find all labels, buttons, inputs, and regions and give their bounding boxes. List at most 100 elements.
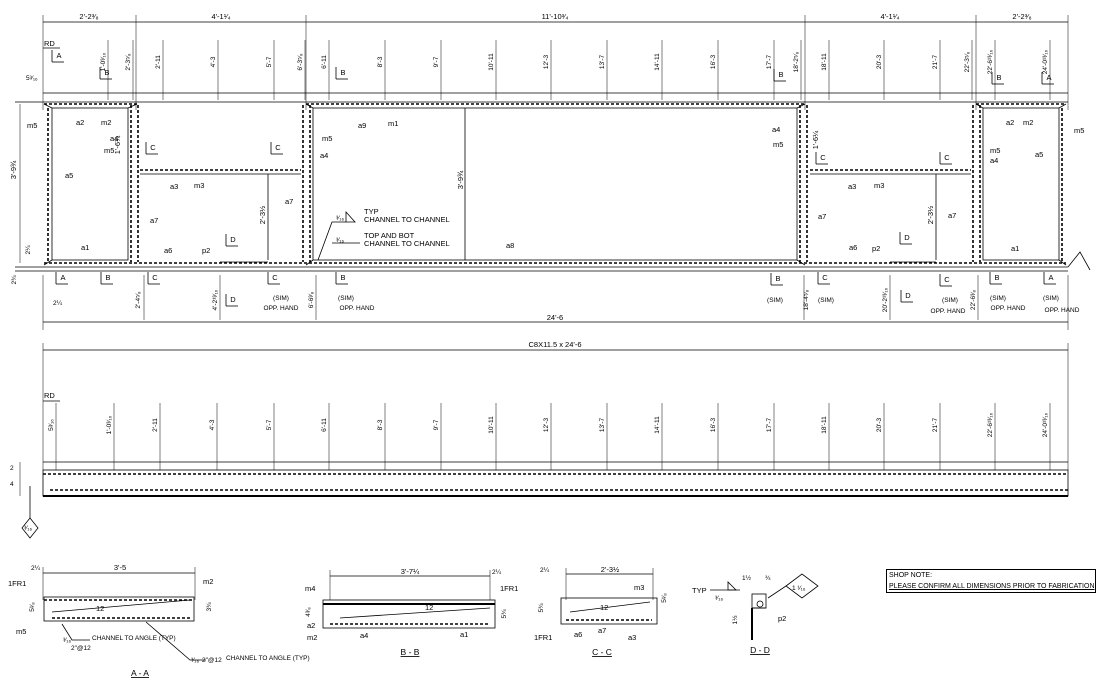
sim-label: (SIM) <box>273 295 289 302</box>
sec-c-width: 2'-3½ <box>601 565 620 574</box>
ordinate-dim-label: 9'-7 <box>433 56 440 67</box>
mark-a6-right: a6 <box>849 243 857 252</box>
ordinate-dim-label: 6'-11 <box>321 55 328 69</box>
span-dim-4: 4'-1¹⁄₄ <box>880 12 899 21</box>
part-marks: m5 m5 a2 m2 a2 m2 a4 m5 a5 a5 a1 a1 a7 a… <box>27 118 1084 255</box>
mark-a8: a8 <box>506 241 514 250</box>
elevation-ordinate-label: 24'-0¹³⁄₁₆ <box>1042 412 1049 437</box>
lower-dim-5: 20'-2¹³⁄₁₆ <box>882 287 889 312</box>
ordinate-dim-label: 12'-3 <box>543 54 550 69</box>
opp-hand-label: OPP. HAND <box>931 308 966 315</box>
rd-offset: 5³⁄₁₆ <box>26 75 38 82</box>
section-marker-d: D <box>230 235 236 244</box>
overall-length: 24'-6 <box>547 313 563 322</box>
section-c: 2'-3½ 2¼ 12 5¾ 5¹⁄₈ m3 1FR1 a6 a7 a3 C -… <box>534 565 668 657</box>
elevation-ordinate-label: 1'-0³⁄₁₆ <box>106 415 113 434</box>
center-height-dim: 3'-9¾ <box>456 170 465 189</box>
mark-p2-right: p2 <box>872 244 880 253</box>
sec-c-label-4: a7 <box>598 626 606 635</box>
sec-b-depth-r: 5¾ <box>501 609 508 619</box>
sec-b-label-3: m2 <box>307 633 317 642</box>
section-marker-b: B <box>105 273 110 282</box>
mark-a2-left: a2 <box>76 118 84 127</box>
sec-b-depth-l: 4³⁄₈ <box>305 607 312 617</box>
elevation-ordinate-label: 14'-11 <box>654 416 661 434</box>
section-marker-d: D <box>904 233 910 242</box>
sec-c-label-1: m3 <box>634 583 644 592</box>
mark-m3-left: m3 <box>194 181 204 190</box>
elevation-ordinate-label: 5'-7 <box>266 419 273 430</box>
sec-b-title: B - B <box>401 647 420 657</box>
sec-a-label-3: m5 <box>16 627 26 636</box>
sec-b-slope: 12 <box>425 603 433 612</box>
section-marker-c: C <box>272 273 278 282</box>
ordinate-dim-label: 18'-11 <box>821 53 828 71</box>
elev-side-1: 2 <box>10 465 14 472</box>
side-dim-1: 2¼ <box>25 245 32 255</box>
section-marker-c: C <box>944 153 950 162</box>
sec-c-depth-r: 5¹⁄₈ <box>661 593 668 603</box>
mark-a5-right: a5 <box>1035 150 1043 159</box>
section-marker-c: C <box>150 143 156 152</box>
sec-b-label-5: a1 <box>460 630 468 639</box>
top-span-dimensions: 2'-2³⁄₈ 4'-1¹⁄₄ 11'-10³⁄₄ 4'-1¹⁄₄ 2'-2³⁄… <box>42 12 1069 110</box>
opp-hand-label: OPP. HAND <box>991 305 1026 312</box>
section-marker-a: A <box>56 51 61 60</box>
ordinate-dim-label: 24'-0¹³⁄₁₆ <box>1042 49 1049 74</box>
shop-note-title: SHOP NOTE: <box>889 572 933 579</box>
mark-m4-center: m5 <box>322 134 332 143</box>
elevation-ordinate-label: 18'-11 <box>821 416 828 434</box>
ordinate-dim-label: 20'-3 <box>876 54 883 69</box>
sec-b-label-6: 1FR1 <box>500 584 518 593</box>
mark-a9: a9 <box>358 121 366 130</box>
section-marker-b: B <box>775 274 780 283</box>
ordinate-dim-label: 18'-2⁵⁄₈ <box>793 51 800 72</box>
section-marker-b: B <box>340 273 345 282</box>
sec-c-depth-l: 5¾ <box>538 603 545 613</box>
sim-label: (SIM) <box>338 295 354 302</box>
ordinate-dim-label: 5'-7 <box>266 56 273 67</box>
mark-m4-left: m5 <box>104 146 114 155</box>
sec-d-diamond: 1 ¹⁄₁₆ <box>792 585 806 592</box>
mark-m2-right: m2 <box>1023 118 1033 127</box>
mark-m5-right: m5 <box>1074 126 1084 135</box>
lower-dim-4: 18'-4⁵⁄₈ <box>803 289 810 310</box>
elevation-ordinate-label: 9'-7 <box>433 419 440 430</box>
weld-top-bot: TOP AND BOT <box>364 231 415 240</box>
section-marker-b: B <box>778 70 783 79</box>
section-marker-c: C <box>822 273 828 282</box>
lower-dim-6: 22'-6³⁄₈ <box>970 290 977 311</box>
section-marker-c: C <box>820 153 826 162</box>
mark-p2-left: p2 <box>202 246 210 255</box>
sec-b-right: 2¼ <box>492 569 502 576</box>
elev-side-2: 4 <box>10 481 14 488</box>
ordinate-dim-label: 16'-3 <box>710 54 717 69</box>
elevation-ordinate-label: 13'-7 <box>599 417 606 432</box>
ordinate-dim-label: 22'-6¹³⁄₁₆ <box>987 49 994 74</box>
bay-height-right: 1'-6¼ <box>811 130 820 149</box>
ordinate-dim-label: 10'-11 <box>488 53 495 71</box>
sec-c-left: 2¼ <box>540 567 550 574</box>
mark-m4-right: m5 <box>773 140 783 149</box>
plan-weld-notes: ³⁄₁₆ TYP CHANNEL TO CHANNEL ³⁄₁₆ TOP AND… <box>317 207 450 261</box>
mark-a4-right2: a4 <box>990 156 998 165</box>
ordinate-dim-label: 14'-11 <box>654 53 661 71</box>
sec-b-label-2: a2 <box>307 621 315 630</box>
elevation-ordinate-label: 4'-3 <box>209 419 216 430</box>
opp-hand-label: OPP. HAND <box>264 305 299 312</box>
sec-d-dim-1: 1½ <box>742 574 752 582</box>
sim-label: (SIM) <box>942 297 958 304</box>
sec-a-weld-text-2: CHANNEL TO ANGLE (TYP) <box>226 655 310 662</box>
weld-ch-to-ch-2: CHANNEL TO CHANNEL <box>364 239 450 248</box>
sec-a-width: 3'-5 <box>114 563 126 572</box>
sec-b-label-4: a4 <box>360 631 368 640</box>
sec-d-label-1: p2 <box>778 614 786 623</box>
ordinate-dim-label: 6'-3⁵⁄₈ <box>297 53 304 70</box>
mark-m3-right: m3 <box>874 181 884 190</box>
sec-d-dim-2: ¾ <box>765 575 771 582</box>
elev-rd-label: RD <box>44 391 55 400</box>
mark-a2-right: a2 <box>1006 118 1014 127</box>
lower-dimensions: 2'-4⁵⁄₈ 4'-2¹³⁄₁₆ 6'-6³⁄₈ 18'-4⁵⁄₈ 20'-2… <box>42 275 1069 330</box>
